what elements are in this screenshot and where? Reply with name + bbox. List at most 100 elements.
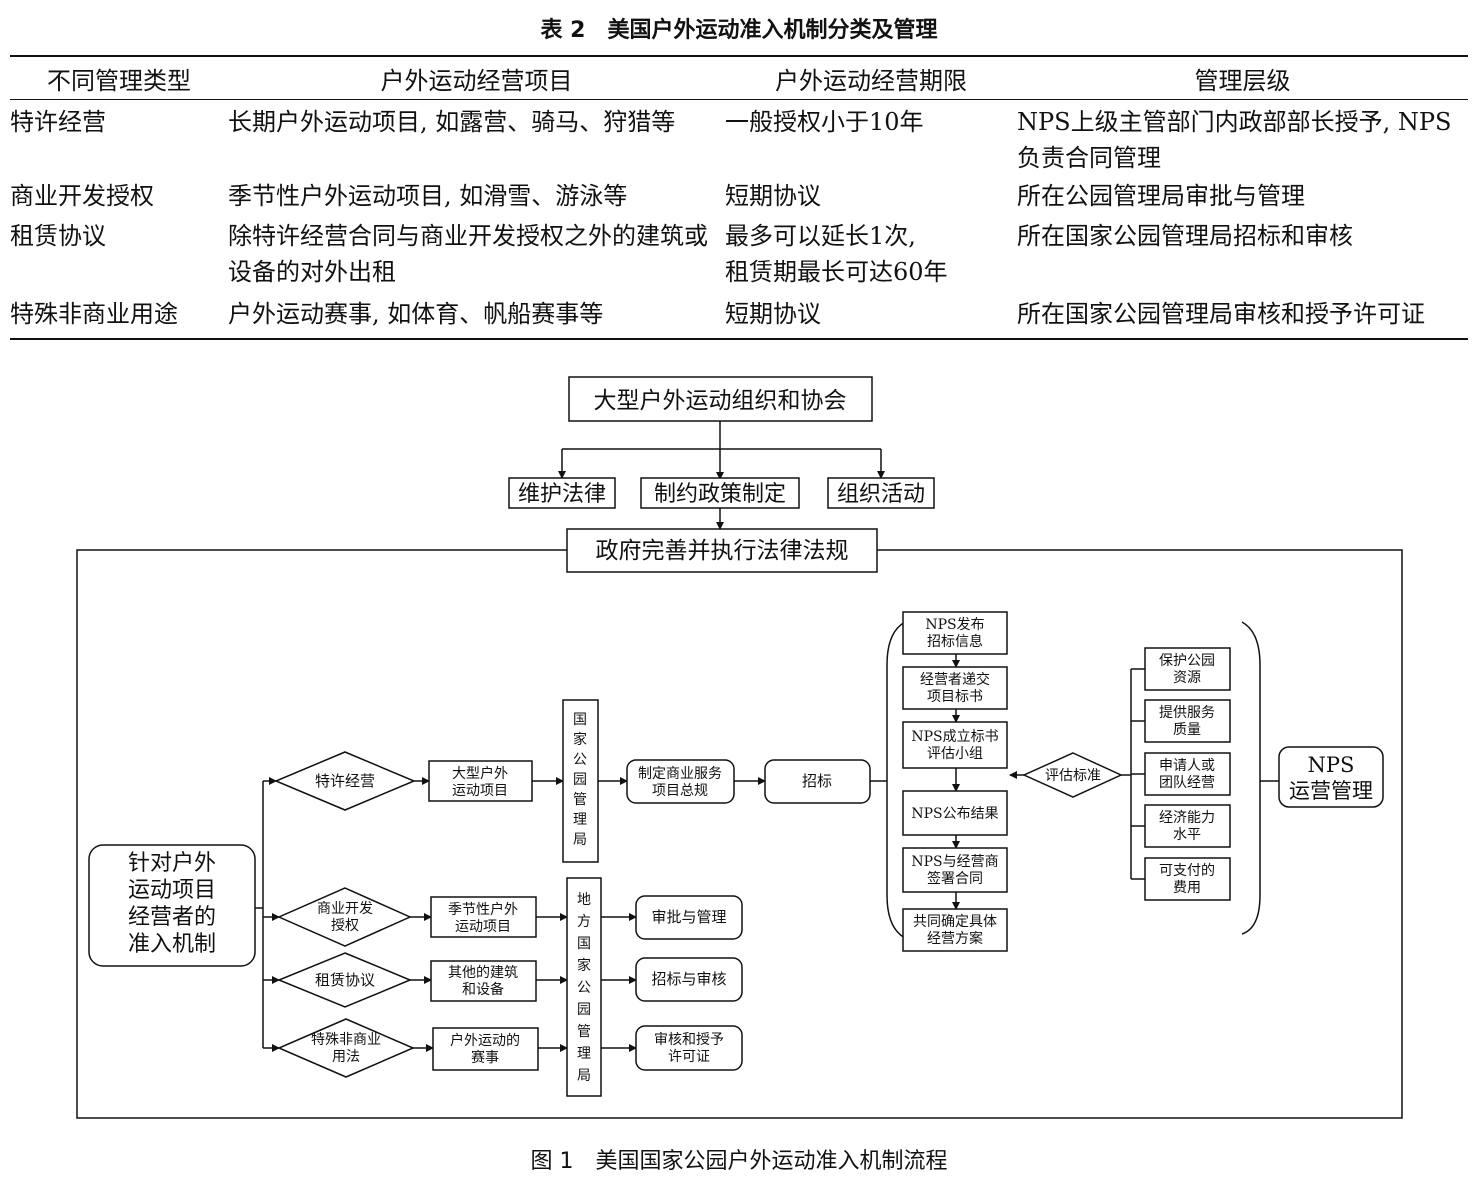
svg-text:园: 园 — [573, 772, 587, 788]
left-brace — [886, 621, 906, 939]
table-cell: 一般授权小于10年 — [725, 108, 924, 136]
type-special-diamond: 特殊非商业 用法 — [277, 1018, 415, 1078]
svg-text:水平: 水平 — [1173, 827, 1201, 843]
step-publish-node: NPS发布 招标信息 — [902, 611, 1008, 655]
header-term: 户外运动经营期限 — [725, 55, 1017, 100]
svg-text:NPS与经营商: NPS与经营商 — [911, 854, 998, 870]
svg-text:公: 公 — [573, 752, 587, 768]
svg-text:招标: 招标 — [802, 772, 832, 790]
table-header-row: 不同管理类型 户外运动经营项目 户外运动经营期限 管理层级 — [10, 55, 1468, 100]
svg-text:租赁协议: 租赁协议 — [315, 971, 375, 989]
svg-text:局: 局 — [573, 832, 587, 848]
svg-text:NPS成立标书: NPS成立标书 — [911, 729, 998, 745]
svg-text:经济能力: 经济能力 — [1159, 810, 1215, 826]
item-seasonal-node: 季节性户外 运动项目 — [430, 896, 537, 938]
table-row: 商业开发授权 季节性户外运动项目, 如滑雪、游泳等 短期协议 所在公园管理局审批… — [10, 178, 1468, 218]
out-permit-node: 审核和授予 许可证 — [635, 1025, 743, 1071]
svg-text:运动项目: 运动项目 — [455, 919, 511, 935]
svg-text:项目总规: 项目总规 — [652, 783, 708, 799]
table-cell: 除特许经营合同与商业开发授权之外的建筑或设备的对外出租 — [228, 222, 708, 286]
table-cell: 租赁协议 — [10, 222, 106, 250]
table-cell: 商业开发授权 — [10, 182, 154, 210]
svg-text:组织活动: 组织活动 — [837, 482, 925, 507]
nps-ops-node: NPS 运营管理 — [1278, 746, 1384, 808]
svg-text:共同确定具体: 共同确定具体 — [913, 914, 997, 930]
type-commercial-diamond: 商业开发 授权 — [277, 887, 412, 947]
table-row: 特许经营 长期户外运动项目, 如露营、骑马、狩猎等 一般授权小于10年 NPS上… — [10, 100, 1468, 179]
table-cell: 户外运动赛事, 如体育、帆船赛事等 — [228, 296, 725, 340]
svg-text:保护公园: 保护公园 — [1159, 653, 1215, 669]
svg-text:家: 家 — [573, 731, 587, 748]
admission-table: 不同管理类型 户外运动经营项目 户外运动经营期限 管理层级 特许经营 长期户外运… — [10, 55, 1468, 340]
svg-text:授权: 授权 — [331, 918, 359, 934]
table-cell: 最多可以延长1次, 租赁期最长可达60年 — [725, 222, 948, 286]
table-cell: 长期户外运动项目, 如露营、骑马、狩猎等 — [228, 108, 676, 136]
table-cell: 短期协议 — [725, 296, 1017, 340]
svg-text:公: 公 — [577, 980, 591, 996]
svg-text:家: 家 — [577, 957, 591, 974]
item-longterm-node: 大型户外 运动项目 — [428, 760, 533, 802]
nps-bureau-node: 国 家 公 园 管 理 局 — [562, 699, 599, 863]
svg-text:和设备: 和设备 — [462, 981, 504, 998]
crit-economic-node: 经济能力 水平 — [1144, 804, 1231, 848]
table-cell: 特殊非商业用途 — [10, 296, 228, 340]
svg-text:制约政策制定: 制约政策制定 — [654, 482, 786, 507]
crit-cost-node: 可支付的 费用 — [1144, 857, 1231, 901]
svg-text:经营方案: 经营方案 — [927, 930, 983, 947]
table-caption: 表 2 美国户外运动准入机制分类及管理 — [540, 18, 938, 43]
svg-text:运动项目: 运动项目 — [452, 783, 508, 799]
svg-text:园: 园 — [577, 1002, 591, 1018]
svg-text:运动项目: 运动项目 — [128, 878, 216, 903]
svg-text:NPS公布结果: NPS公布结果 — [911, 806, 998, 822]
crit-protect-node: 保护公园 资源 — [1144, 647, 1231, 691]
svg-text:费用: 费用 — [1173, 880, 1201, 896]
type-lease-diamond: 租赁协议 — [277, 952, 412, 1008]
mechanism-frame — [76, 549, 1403, 1119]
table-cell: 所在国家公园管理局招标和审核 — [1017, 222, 1353, 250]
svg-text:国: 国 — [573, 712, 587, 728]
svg-text:国: 国 — [577, 936, 591, 952]
svg-text:招标信息: 招标信息 — [927, 633, 983, 650]
svg-text:制定商业服务: 制定商业服务 — [638, 766, 722, 782]
criteria-diamond: 评估标准 — [1022, 752, 1123, 798]
svg-text:资源: 资源 — [1173, 670, 1201, 686]
out-approve-node: 审批与管理 — [635, 895, 743, 940]
right-brace — [1241, 621, 1261, 935]
svg-text:特许经营: 特许经营 — [315, 772, 375, 790]
svg-text:大型户外运动组织和协会: 大型户外运动组织和协会 — [594, 388, 847, 414]
svg-text:方: 方 — [577, 914, 591, 930]
header-project: 户外运动经营项目 — [228, 55, 725, 100]
svg-text:理: 理 — [573, 812, 587, 828]
svg-text:季节性户外: 季节性户外 — [448, 901, 518, 918]
step-submit-node: 经营者递交 项目标书 — [902, 666, 1008, 710]
svg-text:管: 管 — [573, 792, 587, 808]
svg-text:NPS发布: NPS发布 — [925, 617, 984, 633]
svg-text:用法: 用法 — [332, 1049, 360, 1065]
policy-node: 制约政策制定 — [640, 477, 800, 509]
svg-text:许可证: 许可证 — [668, 1049, 710, 1065]
svg-text:项目标书: 项目标书 — [927, 689, 983, 705]
svg-text:招标与审核: 招标与审核 — [651, 970, 726, 988]
header-level: 管理层级 — [1017, 55, 1468, 100]
svg-text:大型户外: 大型户外 — [452, 765, 508, 782]
item-buildings-node: 其他的建筑 和设备 — [430, 960, 537, 1002]
crit-service-node: 提供服务 质量 — [1144, 699, 1231, 743]
svg-text:申请人或: 申请人或 — [1159, 758, 1215, 774]
activity-node: 组织活动 — [827, 477, 935, 509]
svg-text:签署合同: 签署合同 — [927, 870, 983, 887]
figure-caption: 图 1 美国国家公园户外运动准入机制流程 — [530, 1149, 948, 1174]
law-node: 维护法律 — [508, 477, 616, 509]
regulation-node: 制定商业服务 项目总规 — [626, 759, 735, 804]
svg-text:商业开发: 商业开发 — [317, 901, 373, 917]
svg-text:运营管理: 运营管理 — [1289, 779, 1373, 803]
table-cell: NPS上级主管部门内政部部长授予, NPS负责合同管理 — [1017, 108, 1452, 172]
svg-text:局: 局 — [577, 1068, 591, 1084]
svg-text:提供服务: 提供服务 — [1159, 705, 1215, 721]
out-tender-node: 招标与审核 — [635, 957, 743, 1002]
svg-text:特殊非商业: 特殊非商业 — [311, 1032, 381, 1048]
svg-text:准入机制: 准入机制 — [128, 932, 216, 957]
step-result-node: NPS公布结果 — [902, 790, 1008, 836]
table-cell: 所在公园管理局审批与管理 — [1017, 182, 1305, 210]
svg-text:评估标准: 评估标准 — [1045, 768, 1101, 784]
